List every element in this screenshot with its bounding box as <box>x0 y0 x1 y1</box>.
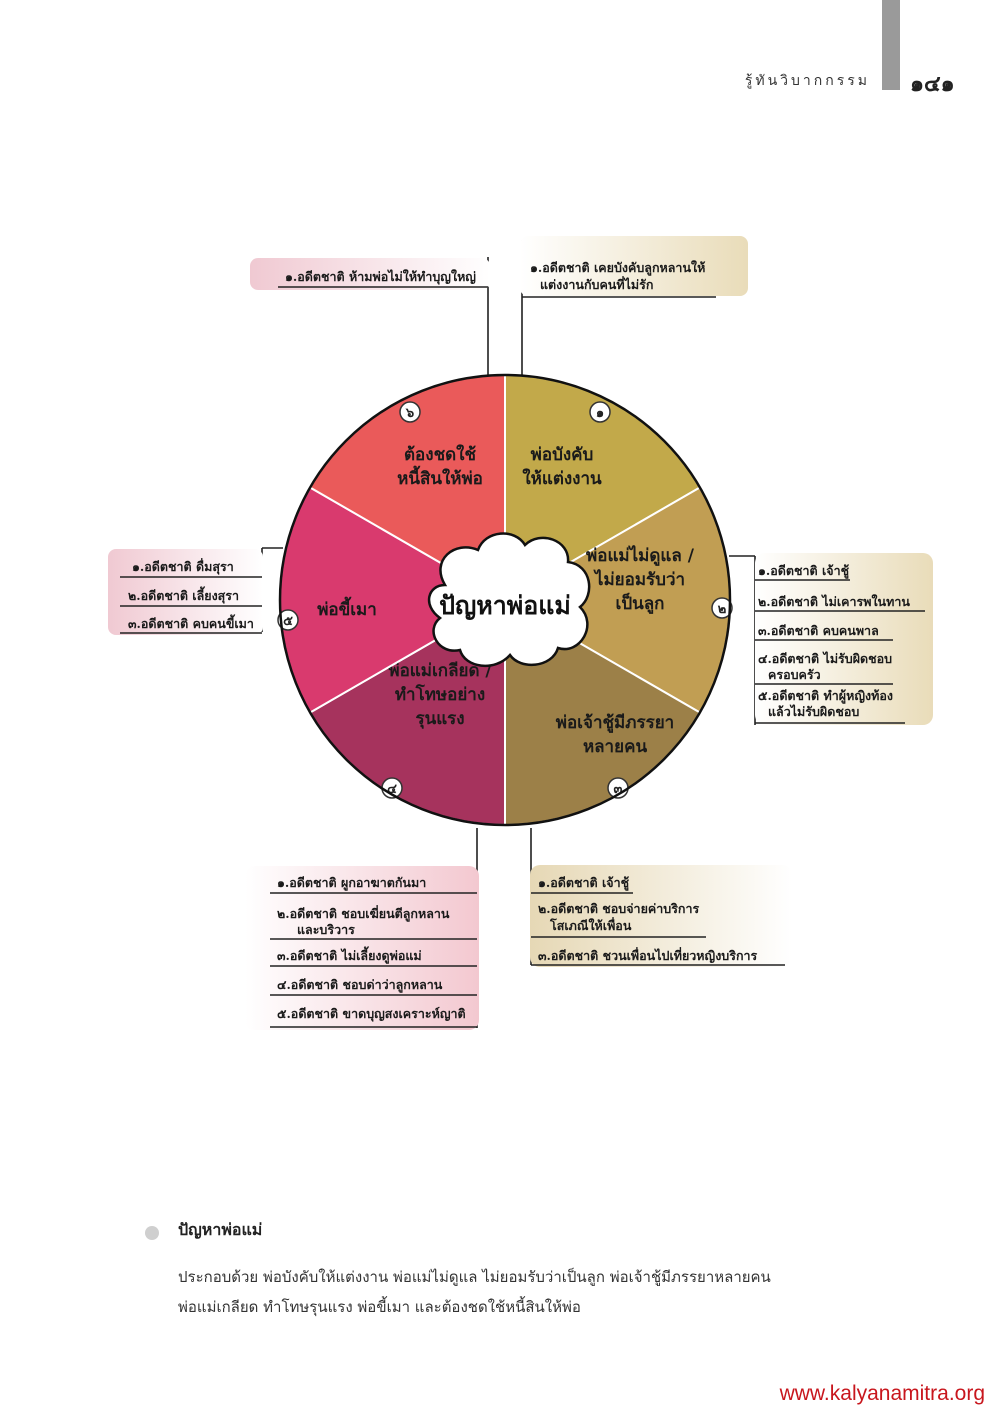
cause-item-line: ครอบครัว <box>768 667 821 682</box>
cause-item: ๑.อดีตชาติ ผูกอาฆาตกันมา <box>277 875 426 891</box>
cause-item: ๔.อดีตชาติ ชอบด่าว่าลูกหลาน <box>277 977 443 993</box>
segment-label-line: หลายคน <box>583 737 648 757</box>
cause-item-line: ๕.อดีตชาติ ทำผู้หญิงท้อง <box>758 688 893 704</box>
segment-number-badge-2 <box>711 597 733 619</box>
segment-label-2: พ่อแม่ไม่ดูแล /ไม่ยอมรับว่าเป็นลูก <box>586 545 695 615</box>
cause-item: ๓.อดีตชาติ ไม่เลี้ยงดูพ่อแม่ <box>277 946 422 964</box>
cause-box-5: ๑.อดีตชาติ ดื่มสุรา ๒.อดีตชาติ เลี้ยงสุร… <box>120 558 262 634</box>
cause-item: ๕.อดีตชาติ ขาดบุญสงเคราะห์ญาติ <box>277 1006 466 1022</box>
center-label: ปัญหาพ่อแม่ <box>439 591 571 620</box>
segment-label-line: พ่อเจ้าชู้มีภรรยา <box>556 712 674 734</box>
segment-number-6: ๖ <box>405 406 414 421</box>
segment-label-1: พ่อบังคับให้แต่งงาน <box>522 445 602 489</box>
header-bar <box>882 0 900 90</box>
cause-box-4: ๑.อดีตชาติ ผูกอาฆาตกันมา ๒.อดีตชาติ ชอบเ… <box>270 875 477 1028</box>
segment-label-line: ไม่ยอมรับว่า <box>593 569 685 590</box>
segment-number-3: ๓ <box>614 782 623 797</box>
cause-item-line: และบริวาร <box>297 922 355 937</box>
cause-item: ๒.อดีตชาติ ไม่เคารพในทาน <box>758 594 910 609</box>
cause-item-line: ๔.อดีตชาติ ไม่รับผิดชอบ <box>758 651 892 666</box>
cause-box-6: ๑.อดีตชาติ ห้ามพ่อไม่ให้ทำบุญใหญ่ <box>278 269 488 288</box>
cause-item-line: แล้วไม่รับผิดชอบ <box>768 704 859 719</box>
footer-url[interactable]: www.kalyanamitra.org <box>779 1382 985 1405</box>
cause-item: ๔.อดีตชาติ ไม่รับผิดชอบ ครอบครัว <box>758 651 896 682</box>
cause-item-line: ๑.อดีตชาติ เคยบังคับลูกหลานให้ <box>530 260 705 276</box>
segment-number-1: ๑ <box>596 406 604 421</box>
cause-item: ๑.อดีตชาติ เจ้าชู้ <box>538 875 630 891</box>
segment-label-line: ทำโทษอย่าง <box>395 684 485 705</box>
segment-label-line: พ่อแม่เกลียด / <box>388 660 492 681</box>
segment-number-badge-5 <box>277 609 299 631</box>
segment-label-line: พ่อขี้เมา <box>317 596 377 620</box>
cause-item: ๓.อดีตชาติ คบคนขี้เมา <box>128 614 254 631</box>
wheel-outline <box>278 373 732 827</box>
cause-item: ๒.อดีตชาติ ชอบจ่ายค่าบริการ โสเภณีให้เพื… <box>538 901 704 933</box>
wheel: พ่อบังคับให้แต่งงาน ๑พ่อแม่ไม่ดูแล /ไม่ยอ… <box>277 373 733 827</box>
segment-number-badge-1 <box>589 401 611 423</box>
segment-number-5: ๕ <box>283 614 293 629</box>
segment-label-line: ต้องชดใช้ <box>404 444 476 465</box>
problem-wheel-diagram: พ่อบังคับให้แต่งงาน ๑พ่อแม่ไม่ดูแล /ไม่ยอ… <box>108 236 933 1030</box>
center-cloud: ปัญหาพ่อแม่ <box>427 532 591 668</box>
cause-item: ๓.อดีตชาติ ชวนเพื่อนไปเที่ยวหญิงบริการ <box>538 947 758 963</box>
running-title: รู้ทันวิบากกรรม <box>744 73 870 89</box>
cause-item: ๕.อดีตชาติ ทำผู้หญิงท้อง แล้วไม่รับผิดชอ… <box>758 688 897 719</box>
segment-label-line: เป็นลูก <box>616 591 665 615</box>
cause-item: ๑.อดีตชาติ ห้ามพ่อไม่ให้ทำบุญใหญ่ <box>285 269 476 285</box>
cause-item-line: แต่งงานกับคนที่ไม่รัก <box>540 276 653 292</box>
segment-label-3: พ่อเจ้าชู้มีภรรยาหลายคน <box>556 712 674 757</box>
page-number: ๑๔๑ <box>910 72 955 97</box>
segment-label-line: พ่อบังคับ <box>531 445 594 465</box>
cause-item: ๓.อดีตชาติ คบคนพาล <box>758 623 879 638</box>
segment-label-line: รุนแรง <box>415 709 464 729</box>
cause-item: ๑.อดีตชาติ เคยบังคับลูกหลานให้ แต่งงานกั… <box>530 260 710 292</box>
cause-box-2: ๑.อดีตชาติ เจ้าชู้ ๒.อดีตชาติ ไม่เคารพใน… <box>755 563 925 724</box>
segment-number-4: ๔ <box>387 782 397 797</box>
segment-number-2: ๒ <box>718 602 727 617</box>
segment-label-line: พ่อแม่ไม่ดูแล / <box>586 545 695 567</box>
segment-label-line: หนี้สินให้พ่อ <box>397 465 483 489</box>
segment-label-line: ให้แต่งงาน <box>522 468 602 489</box>
cause-item-line: ๒.อดีตชาติ ชอบเฆี่ยนตีลูกหลาน <box>277 905 450 922</box>
segment-label-6: ต้องชดใช้หนี้สินให้พ่อ <box>397 444 483 489</box>
summary-body: ประกอบด้วย พ่อบังคับให้แต่งงาน พ่อแม่ไม่… <box>178 1268 771 1316</box>
summary-heading: ปัญหาพ่อแม่ <box>178 1220 263 1239</box>
segment-label-4: พ่อแม่เกลียด / ทำโทษอย่างรุนแรง <box>388 660 492 729</box>
cause-box-1: ๑.อดีตชาติ เคยบังคับลูกหลานให้ แต่งงานกั… <box>522 260 716 298</box>
cause-item: ๑.อดีตชาติ เจ้าชู้ <box>758 563 850 579</box>
summary-bullet <box>145 1226 159 1240</box>
cause-box-3: ๑.อดีตชาติ เจ้าชู้ ๒.อดีตชาติ ชอบจ่ายค่า… <box>531 875 785 966</box>
cause-item: ๑.อดีตชาติ ดื่มสุรา <box>132 558 234 575</box>
segment-number-badge-6 <box>399 401 421 423</box>
segment-label-5: พ่อขี้เมา <box>317 596 377 620</box>
cause-item-line: โสเภณีให้เพื่อน <box>549 917 632 933</box>
cause-item: ๒.อดีตชาติ เลี้ยงสุรา <box>128 586 239 604</box>
cause-item-line: ๒.อดีตชาติ ชอบจ่ายค่าบริการ <box>538 901 700 916</box>
cause-box-backgrounds <box>108 236 933 1030</box>
cause-item: ๒.อดีตชาติ ชอบเฆี่ยนตีลูกหลาน และบริวาร <box>277 905 454 937</box>
